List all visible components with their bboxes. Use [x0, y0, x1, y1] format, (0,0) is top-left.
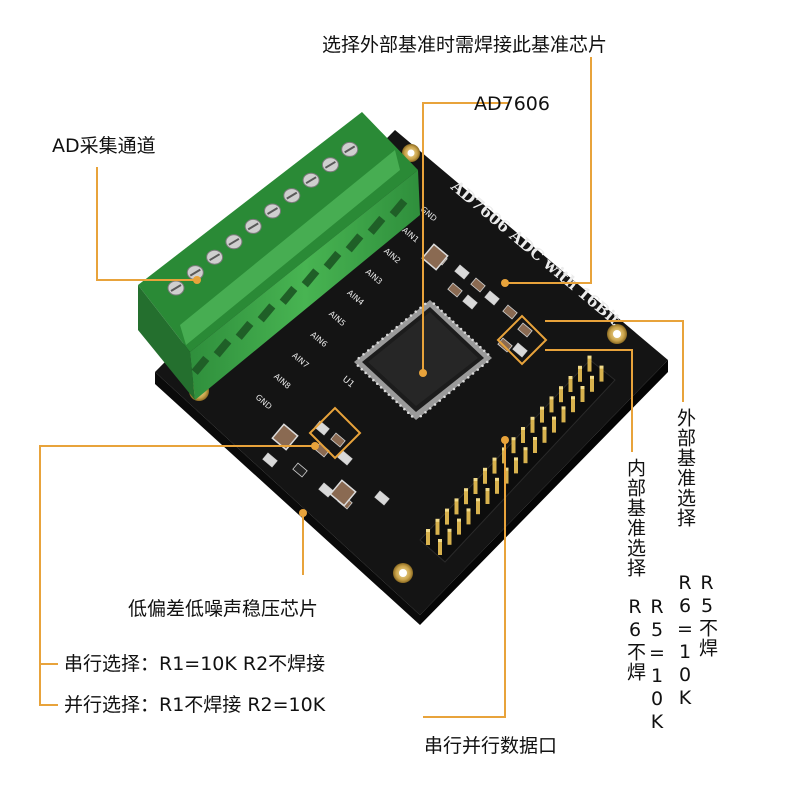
label-parallel-select: 并行选择：R1不焊接 R2=10K [64, 694, 326, 716]
label-regulator: 低偏差低噪声稳压芯片 [128, 598, 319, 620]
label-internal-ref-resistors: R5=10K R6不焊 [624, 596, 668, 734]
label-data-port: 串行并行数据口 [424, 735, 558, 757]
pin-header [419, 355, 616, 563]
label-chip-model: AD7606 [474, 93, 550, 115]
highlight-r5-r6 [496, 314, 548, 366]
label-ad-channels: AD采集通道 [52, 135, 156, 157]
label-internal-ref-select: 内部基准选择 [624, 458, 646, 578]
smd-components [262, 243, 533, 510]
highlight-r1-r2 [308, 406, 362, 460]
leader-lines [39, 57, 684, 718]
label-serial-select: 串行选择：R1=10K R2不焊接 [64, 653, 326, 675]
label-external-ref-select: 外部基准选择 [674, 408, 696, 528]
pcb-edge [155, 372, 420, 625]
terminal-block [138, 112, 420, 400]
label-external-ref-resistors: R5不焊 R6=10K [674, 572, 718, 710]
label-external-ref-chip: 选择外部基准时需焊接此基准芯片 [322, 34, 608, 56]
